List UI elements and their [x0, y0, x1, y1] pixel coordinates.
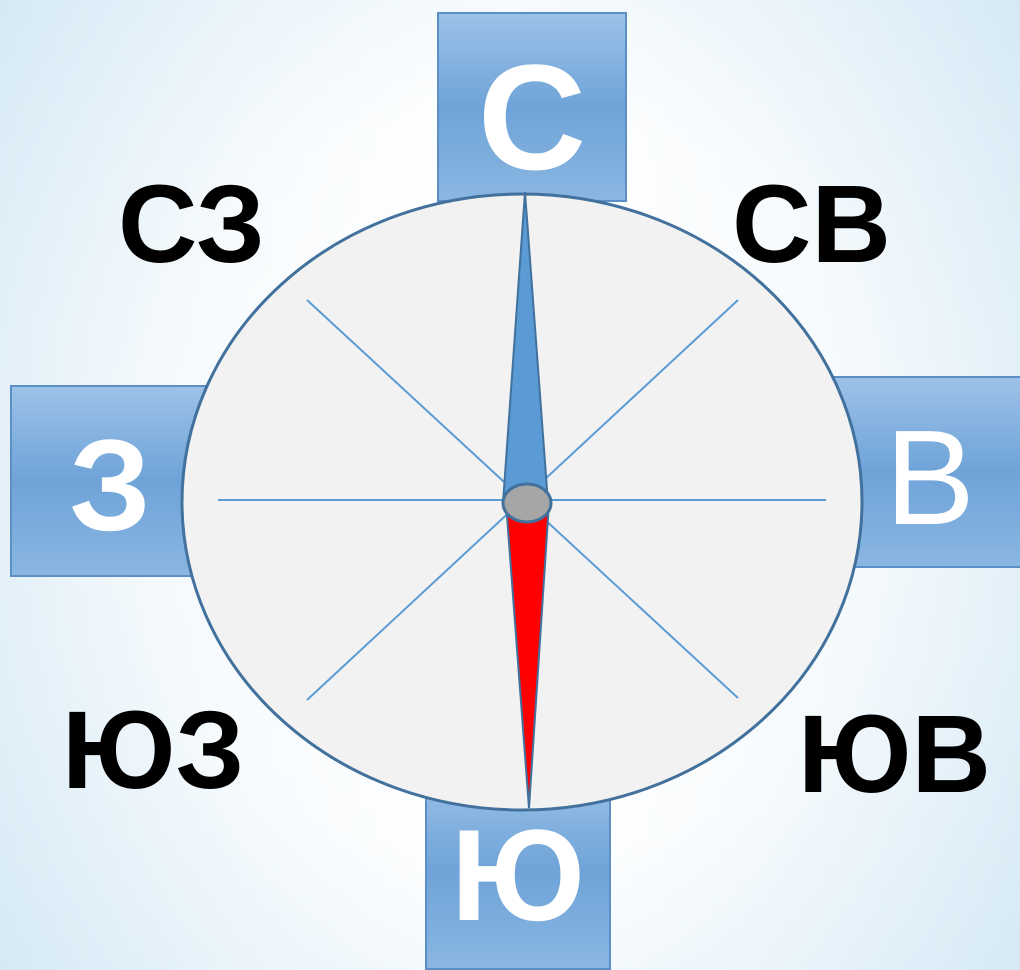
label-northeast: СВ	[732, 170, 891, 280]
label-north: С	[437, 42, 627, 192]
label-northwest: СЗ	[118, 170, 265, 280]
label-east: В	[855, 410, 1005, 545]
label-west: З	[40, 420, 180, 550]
label-southeast: ЮВ	[798, 700, 991, 810]
label-south: Ю	[425, 810, 611, 940]
label-southwest: ЮЗ	[62, 696, 244, 806]
needle-pivot	[503, 484, 551, 522]
